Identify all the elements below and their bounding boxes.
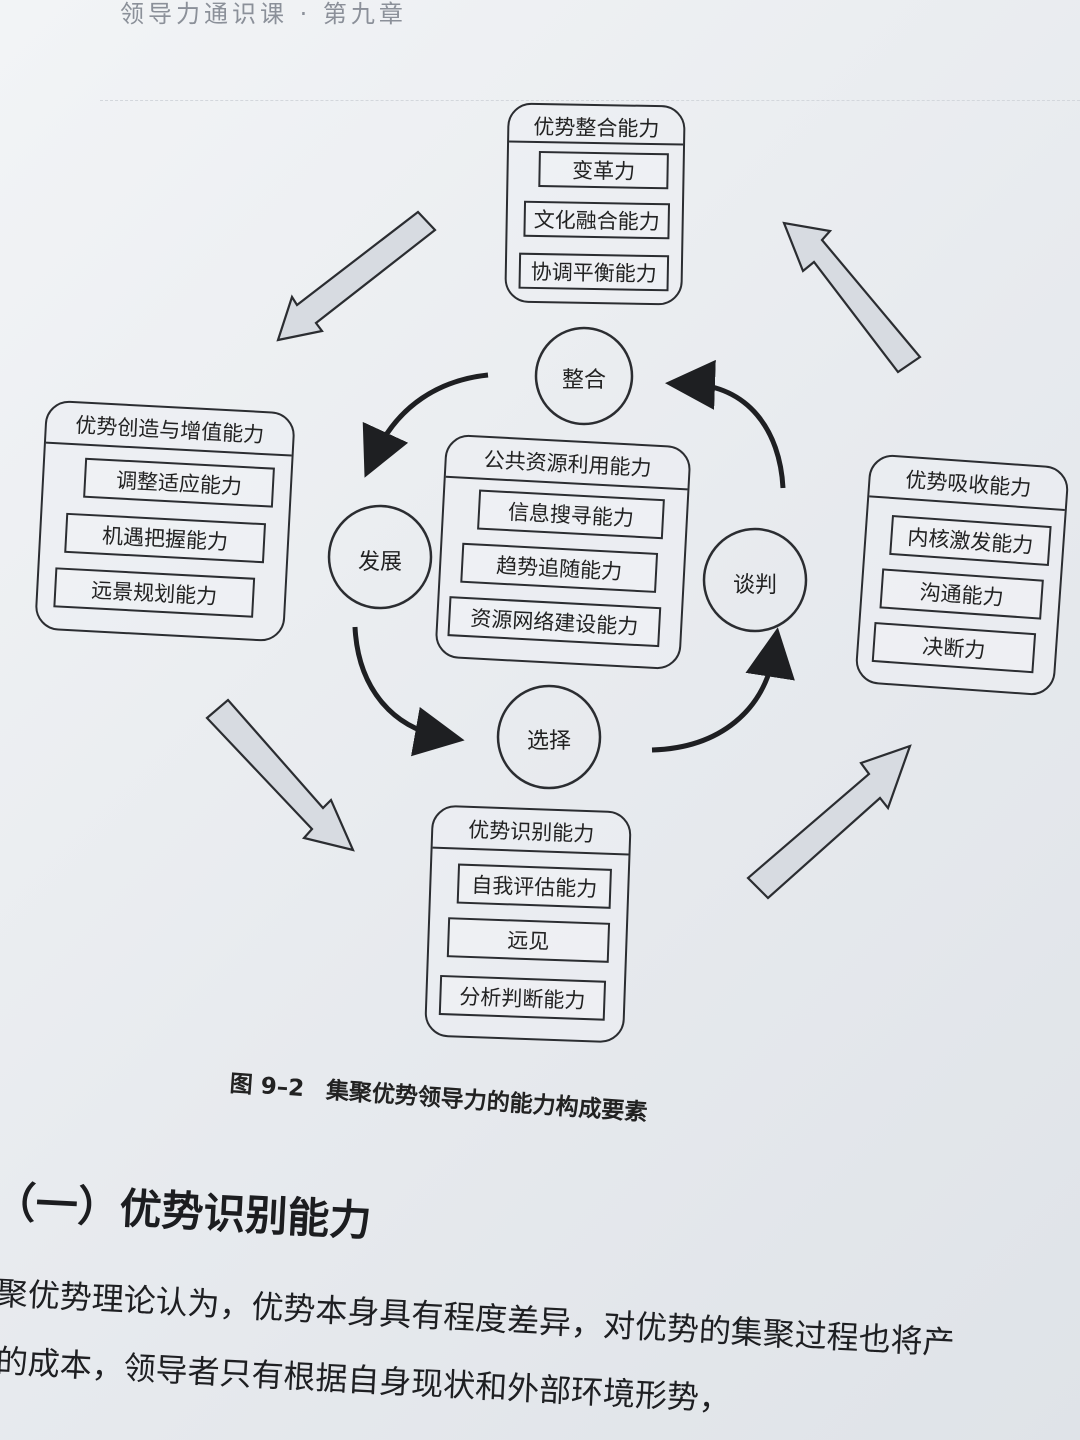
box-item: 趋势追随能力 [460,542,659,593]
curve-arrow-negotiate-to-integrate [665,359,786,489]
box-item: 自我评估能力 [456,863,612,909]
box-advantage-creation: 优势创造与增值能力 调整适应能力 机遇把握能力 远景规划能力 [34,399,296,643]
circle-integrate [534,326,634,426]
box-public-resources: 公共资源利用能力 信息搜寻能力 趋势追随能力 资源网络建设能力 [434,433,692,671]
circle-develop [327,504,433,610]
box-item: 变革力 [538,151,669,190]
box-item: 决断力 [871,622,1037,674]
curve-arrow-develop-to-select [352,626,465,757]
block-arrow-bottom-to-right [746,744,912,900]
box-item: 资源网络建设能力 [447,596,662,648]
block-arrow-top-to-left [276,210,437,342]
box-item: 调整适应能力 [83,457,275,508]
bleed-through-text [100,100,1080,860]
box-title: 优势整合能力 [533,114,660,142]
circle-label-develop: 发展 [357,550,402,575]
curve-arrow-select-to-negotiate [651,627,795,753]
box-title: 优势识别能力 [467,817,595,847]
box-item: 分析判断能力 [438,974,607,1021]
box-advantage-integration: 优势整合能力 变革力 文化融合能力 协调平衡能力 [504,102,686,306]
circle-label-integrate: 整合 [561,368,606,393]
box-item: 机遇把握能力 [64,512,267,564]
box-item: 信息搜寻能力 [477,489,665,540]
box-item: 远见 [446,917,611,963]
box-item: 沟通能力 [879,568,1044,620]
circle-label-select: 选择 [526,729,571,754]
box-item: 协调平衡能力 [518,252,670,292]
block-arrow-right-to-top [782,221,922,374]
block-arrow-left-to-bottom [205,698,355,852]
box-item: 文化融合能力 [523,200,671,240]
circle-select [496,684,602,790]
figure-number: 图 9–2 [228,1071,306,1103]
box-advantage-absorption: 优势吸收能力 内核激发能力 沟通能力 决断力 [854,453,1070,697]
circle-label-negotiate: 谈判 [732,573,777,598]
box-advantage-identification: 优势识别能力 自我评估能力 远见 分析判断能力 [424,804,632,1044]
box-item: 远景规划能力 [53,567,256,618]
box-item: 内核激发能力 [889,514,1052,567]
running-head: 领导力通识课 · 第九章 [120,0,407,28]
curve-arrow-integrate-to-develop [362,372,489,478]
